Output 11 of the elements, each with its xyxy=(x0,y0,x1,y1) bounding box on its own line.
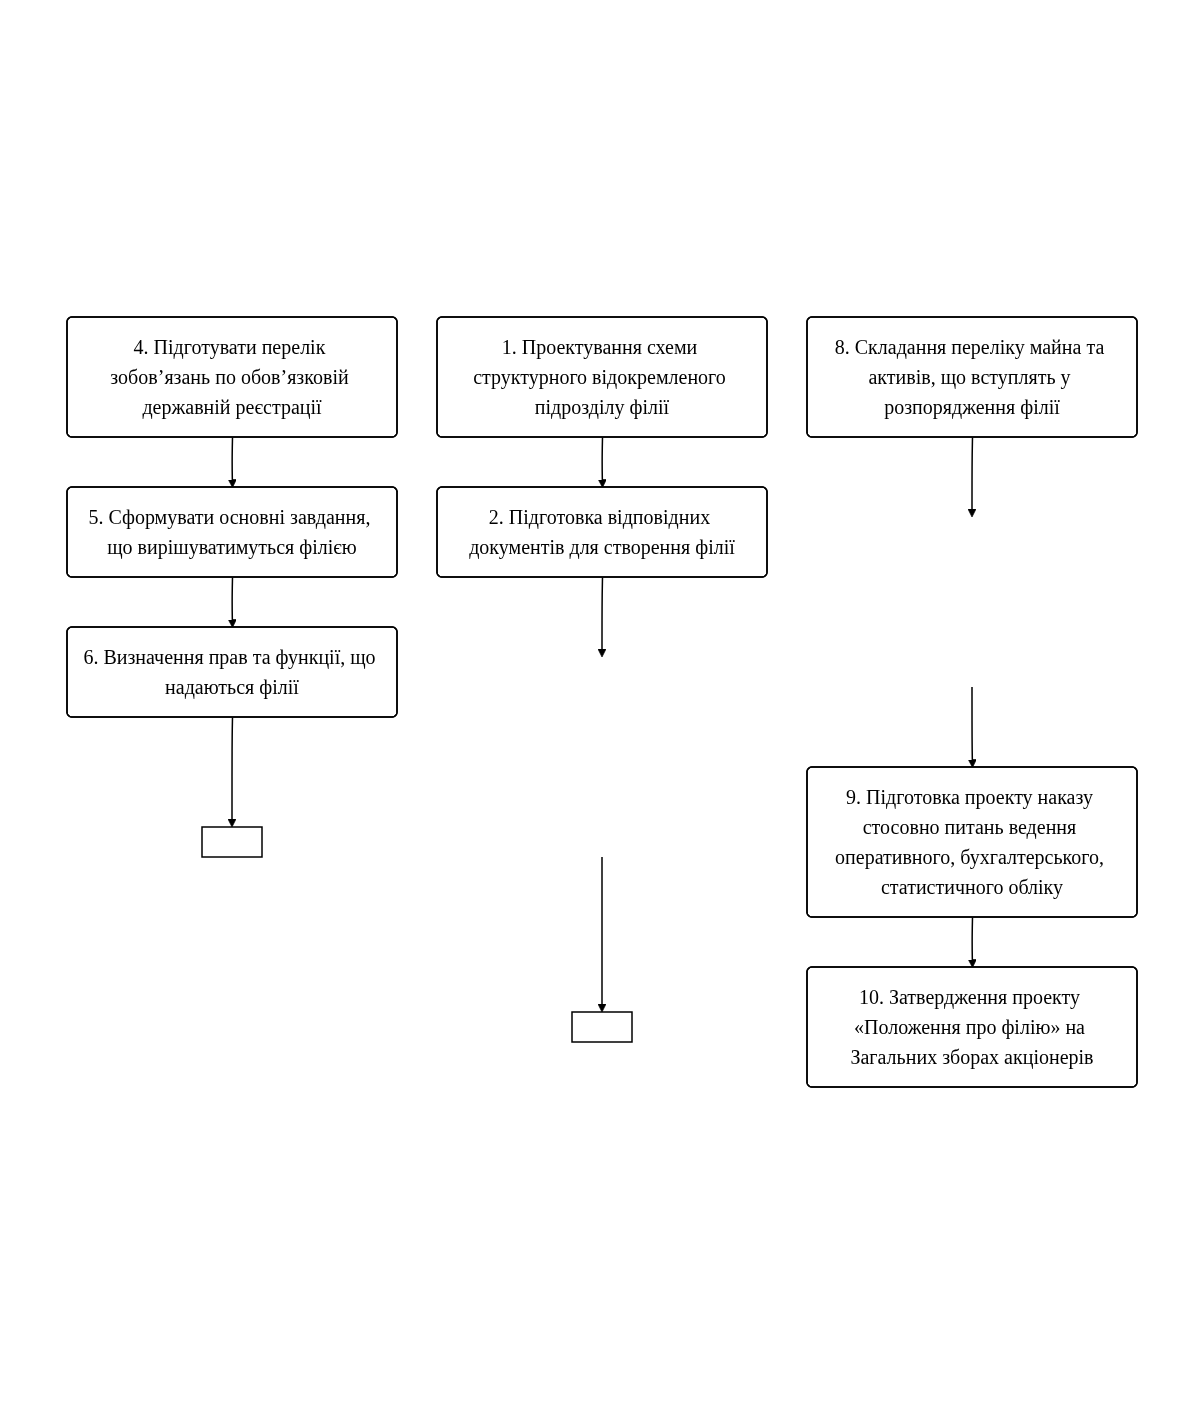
arrow xyxy=(967,436,976,517)
arrow xyxy=(597,576,606,657)
node-box xyxy=(200,825,263,858)
arrow xyxy=(227,576,237,628)
node-box xyxy=(570,1010,633,1043)
arrow xyxy=(227,436,237,488)
arrow xyxy=(597,436,607,488)
arrow xyxy=(967,916,977,968)
arrow xyxy=(597,855,606,1012)
arrow xyxy=(227,716,236,827)
arrow xyxy=(967,685,977,768)
